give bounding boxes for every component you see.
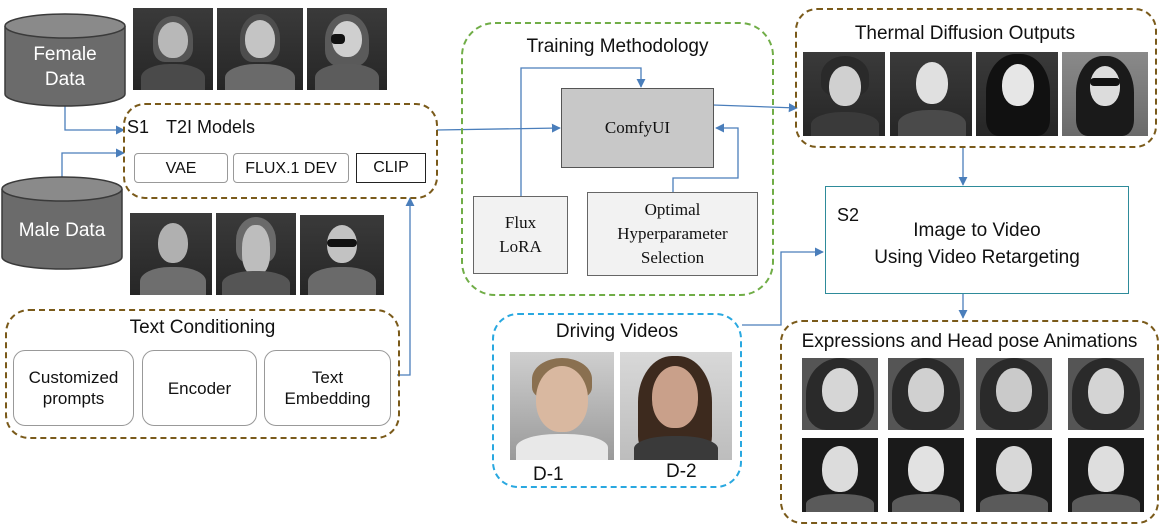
s1-tag: S1 [127, 117, 150, 137]
flux-dev-box: FLUX.1 DEV [233, 153, 349, 183]
optimal-hyperparameter-box: Optimal Hyperparameter Selection [587, 192, 758, 276]
text-embedding-box: Text Embedding [264, 350, 391, 426]
male-sample-photo-3 [300, 215, 384, 295]
s2-line1: Image to Video [913, 220, 1041, 241]
expression-frame-4 [1068, 358, 1144, 430]
arrow-male-to-t2i [61, 148, 125, 178]
s2-tag: S2 [837, 205, 860, 225]
training-methodology-title: Training Methodology [526, 36, 709, 57]
thermal-outputs-title: Thermal Diffusion Outputs [854, 23, 1076, 44]
female-data-label: Female Data [3, 42, 127, 92]
encoder-box: Encoder [142, 350, 257, 426]
customized-prompts-box: Customized prompts [13, 350, 134, 426]
female-data-label-line2: Data [44, 69, 86, 90]
arrow-driving-to-s2 [742, 247, 824, 326]
expression-frame-2 [888, 358, 964, 430]
thermal-output-photo-1 [803, 52, 885, 136]
flux-lora-line2: LoRA [499, 237, 542, 256]
vae-box: VAE [134, 153, 228, 183]
optimal-line3: Selection [640, 248, 705, 267]
driving-videos-box [492, 313, 742, 488]
comfyui-box: ComfyUI [561, 88, 714, 168]
arrow-comfyui-to-outputs [712, 103, 798, 113]
text-embedding-line1: Text [311, 368, 344, 387]
expression-frame-6 [888, 438, 964, 512]
s2-image-to-video-box [825, 186, 1129, 294]
arrow-opt-to-comfyui [672, 123, 739, 192]
d2-label: D-2 [666, 461, 697, 482]
flux-lora-box: Flux LoRA [473, 196, 568, 274]
optimal-line1: Optimal [644, 200, 701, 219]
driving-video-d2-photo [620, 352, 732, 460]
training-methodology-box [461, 22, 774, 296]
expression-frame-7 [976, 438, 1052, 512]
t2i-models-title: T2I Models [166, 117, 256, 137]
expression-frame-3 [976, 358, 1052, 430]
thermal-output-photo-4 [1062, 52, 1148, 136]
customized-prompts-line2: prompts [42, 389, 105, 408]
female-data-label-line1: Female [33, 44, 97, 65]
driving-video-d1-photo [510, 352, 614, 460]
expression-frame-8 [1068, 438, 1144, 512]
male-data-label: Male Data [18, 220, 106, 241]
text-conditioning-box [5, 309, 400, 439]
female-sample-photo-2 [217, 8, 303, 90]
clip-box: CLIP [356, 153, 426, 183]
s2-label: Image to Video Using Video Retargeting [825, 217, 1129, 271]
female-data-cylinder-icon [4, 13, 126, 107]
thermal-output-photo-3 [976, 52, 1058, 136]
thermal-output-photo-2 [890, 52, 972, 136]
text-embedding-line2: Embedding [284, 389, 371, 408]
arrow-t2i-to-comfyui [436, 123, 561, 133]
optimal-line2: Hyperparameter [617, 224, 728, 243]
arrow-female-to-t2i [64, 100, 125, 135]
female-sample-photo-1 [133, 8, 213, 90]
arrow-lora-to-comfyui [520, 67, 646, 196]
female-sample-photo-3 [307, 8, 387, 90]
t2i-models-box [123, 103, 438, 199]
male-sample-photo-2 [216, 213, 296, 295]
expressions-title: Expressions and Head pose Animations [801, 331, 1138, 352]
expression-frame-1 [802, 358, 878, 430]
male-data-cylinder-icon [1, 176, 123, 270]
flux-lora-line1: Flux [504, 213, 537, 232]
driving-videos-title: Driving Videos [555, 321, 679, 342]
customized-prompts-line1: Customized [28, 368, 119, 387]
d1-label: D-1 [533, 464, 564, 485]
thermal-outputs-box [795, 8, 1157, 148]
expression-frame-5 [802, 438, 878, 512]
arrow-textcond-to-t2i [397, 197, 415, 376]
expressions-box [780, 320, 1159, 524]
s2-line2: Using Video Retargeting [874, 247, 1080, 268]
male-sample-photo-1 [130, 213, 212, 295]
text-conditioning-title: Text Conditioning [129, 317, 276, 338]
